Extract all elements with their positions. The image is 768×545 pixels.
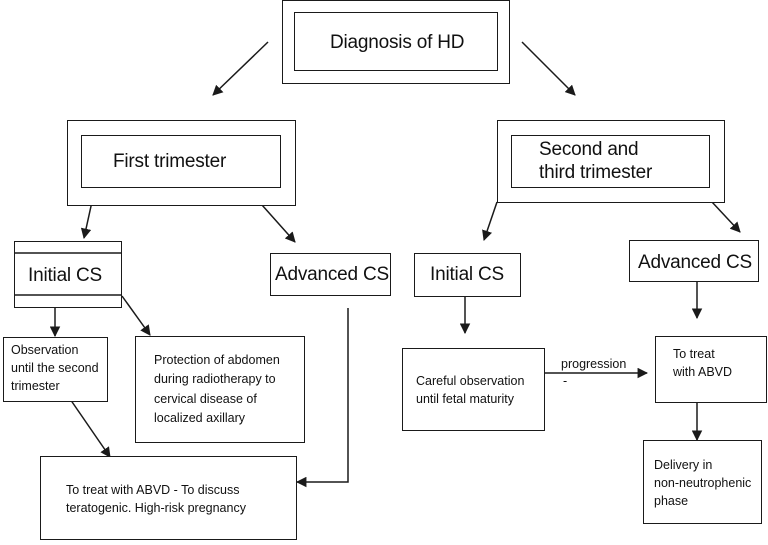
progression-label: progression: [561, 357, 627, 371]
left-initial-cs-box: [14, 241, 122, 308]
arrow-first-to-advanced: [261, 204, 296, 243]
left-advanced-cs-box: [270, 253, 391, 296]
progression-dash: -: [563, 374, 568, 388]
second-trimester-label: Second and third trimester: [539, 139, 653, 183]
arrow-advanced-to-abvd: [295, 308, 349, 488]
observation-label: Observation until the second trimester: [11, 343, 99, 394]
delivery-box: [643, 440, 762, 524]
arrow-second-to-advanced: [711, 201, 741, 233]
delivery-label: Delivery in non-neutrophenic phase: [654, 458, 752, 509]
left-advanced-cs-label: Advanced CS: [275, 264, 389, 285]
to-treat-abvd-label: To treat with ABVD: [673, 347, 733, 380]
protection-box: [135, 336, 305, 443]
second-trimester-inner-box: [511, 135, 710, 188]
first-trimester-inner-box: [81, 135, 281, 188]
first-trimester-label: First trimester: [113, 151, 227, 172]
arrow-diagnosis-to-second: [521, 41, 576, 96]
left-initial-cs-label: Initial CS: [28, 265, 103, 286]
right-advanced-cs-box: [629, 240, 759, 282]
to-treat-abvd-box: [655, 336, 767, 403]
right-initial-cs-box: [414, 253, 521, 297]
treat-abvd-discuss-box: [40, 456, 297, 540]
treat-abvd-discuss-label: To treat with ABVD - To discuss teratoge…: [66, 483, 246, 516]
left-initial-cs-dividers: [14, 252, 122, 296]
right-advanced-cs-label: Advanced CS: [638, 252, 752, 273]
diagnosis-label: Diagnosis of HD: [330, 32, 465, 53]
protection-label: Protection of abdomen during radiotherap…: [154, 353, 280, 426]
observation-box: [3, 337, 108, 402]
arrow-initial-to-protection: [121, 295, 151, 336]
arrow-observation-to-abvd: [67, 395, 111, 458]
arrow-second-to-initial: [482, 201, 498, 241]
careful-observation-label: Careful observation until fetal maturity: [416, 374, 525, 407]
right-initial-cs-label: Initial CS: [430, 264, 505, 285]
careful-observation-box: [402, 348, 545, 431]
arrow-diagnosis-to-first: [212, 41, 269, 96]
diagnosis-inner-box: [294, 12, 498, 71]
